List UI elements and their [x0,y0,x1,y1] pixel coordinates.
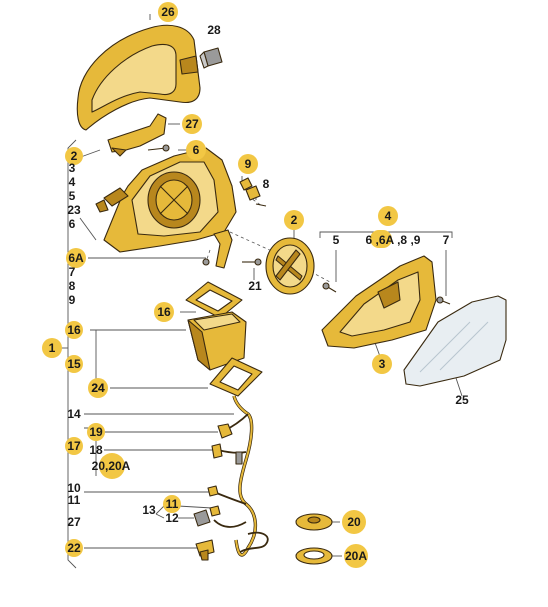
callout-20a: 20A [345,549,367,563]
callout-20: 20 [347,515,361,529]
callout-21: 21 [248,279,262,293]
wiring-harness [213,395,269,557]
clip-part [199,47,223,69]
col-item: 7 [69,265,76,279]
callout-27: 27 [185,117,199,131]
callout-6-6a-8-9: 6 ,6A ,8 ,9 [366,233,421,247]
col-item: 10 [67,481,81,495]
col-item: 22 [67,541,81,555]
screw-21 [242,258,262,266]
callout-25: 25 [455,393,469,407]
callout-1: 1 [49,341,56,355]
mirror-frame [321,255,437,349]
col-item: 9 [69,293,76,307]
col-item: 20,20A [92,459,131,473]
callout-5: 5 [333,233,340,247]
cable-stub [202,229,233,269]
callout-4: 4 [385,209,392,223]
col-item: 11 [68,493,81,507]
col-item: 3 [69,161,76,175]
callout-11: 11 [166,497,179,511]
screws-5-7 [322,282,451,305]
small-connector-parts [239,177,267,207]
col-item: 6A [68,251,84,265]
callout-28: 28 [207,23,221,37]
mirror-glass [403,295,507,387]
callout-12: 12 [165,511,179,525]
adjustment-unit [265,237,315,295]
col-item: 5 [69,189,76,203]
col-item: 17 [67,439,81,453]
col-item: 19 [89,425,103,439]
callout-7: 7 [443,233,450,247]
left-column-labels: 2 3 4 5 23 6 6A 7 8 9 16 15 24 14 17 19 … [65,147,131,557]
col-item: 24 [91,381,105,395]
cable-cover-frame [185,281,243,319]
callout-8: 8 [263,177,270,191]
col-item: 18 [89,443,103,457]
col-item: 8 [69,279,76,293]
cover-cap [107,113,167,157]
col-item: 23 [67,203,81,217]
callout-3: 3 [379,357,386,371]
callout-16: 16 [157,305,171,319]
col-item: 6 [69,217,76,231]
bottom-cup [187,311,247,371]
mirror-housing-cover [76,24,201,131]
callout-26: 26 [161,5,175,19]
callout-13: 13 [142,503,156,517]
col-item: 15 [67,357,81,371]
col-item: 14 [67,407,81,421]
col-item: 16 [67,323,81,337]
callout-24: 24 [91,381,105,395]
callout-labels: 26 28 27 6 9 8 2 4 5 6 ,6A ,8 ,9 7 21 16… [42,2,469,568]
callout-6: 6 [193,143,200,157]
callout-9: 9 [245,157,252,171]
callout-2: 2 [291,213,298,227]
gasket [209,357,263,397]
col-item: 2 [71,149,78,163]
col-item: 27 [67,515,81,529]
mirror-base-housing [95,147,237,253]
grommets [295,513,333,565]
connector-parts [193,423,233,561]
col-item: 4 [69,175,76,189]
screw-part [147,144,170,152]
